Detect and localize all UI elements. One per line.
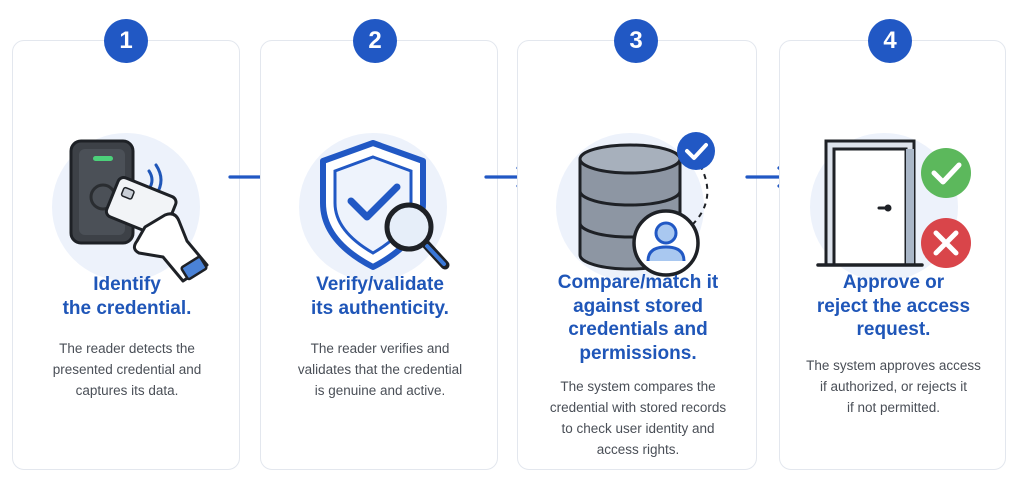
step-4-description: The system approves access if authorized… bbox=[806, 358, 981, 415]
step-card-3: Compare/match it against stored credenti… bbox=[517, 40, 757, 470]
step-card-2: Verify/validate its authenticity. The re… bbox=[260, 40, 498, 470]
step-3-title: Compare/match it against stored credenti… bbox=[557, 272, 719, 364]
step-3-badge: 3 bbox=[614, 19, 658, 63]
step-1-description: The reader detects the presented credent… bbox=[52, 341, 202, 398]
step-card-1: Identify the credential. The reader dete… bbox=[12, 40, 240, 470]
step-2-description: The reader verifies and validates that t… bbox=[297, 341, 463, 398]
door-approve-reject-icon bbox=[806, 129, 976, 289]
step-3-description: The system compares the credential with … bbox=[549, 379, 727, 457]
card-reader-icon bbox=[41, 129, 211, 289]
step-1-title: Identify the credential. bbox=[62, 274, 192, 319]
step-4-badge: 4 bbox=[868, 19, 912, 63]
database-user-icon bbox=[552, 129, 722, 289]
step-4-title: Approve or reject the access request. bbox=[816, 272, 971, 340]
step-1-badge: 1 bbox=[104, 19, 148, 63]
shield-check-icon bbox=[295, 129, 465, 289]
step-2-title: Verify/validate its authenticity. bbox=[311, 274, 449, 319]
step-2-badge: 2 bbox=[353, 19, 397, 63]
step-card-4: Approve or reject the access request. Th… bbox=[779, 40, 1006, 470]
